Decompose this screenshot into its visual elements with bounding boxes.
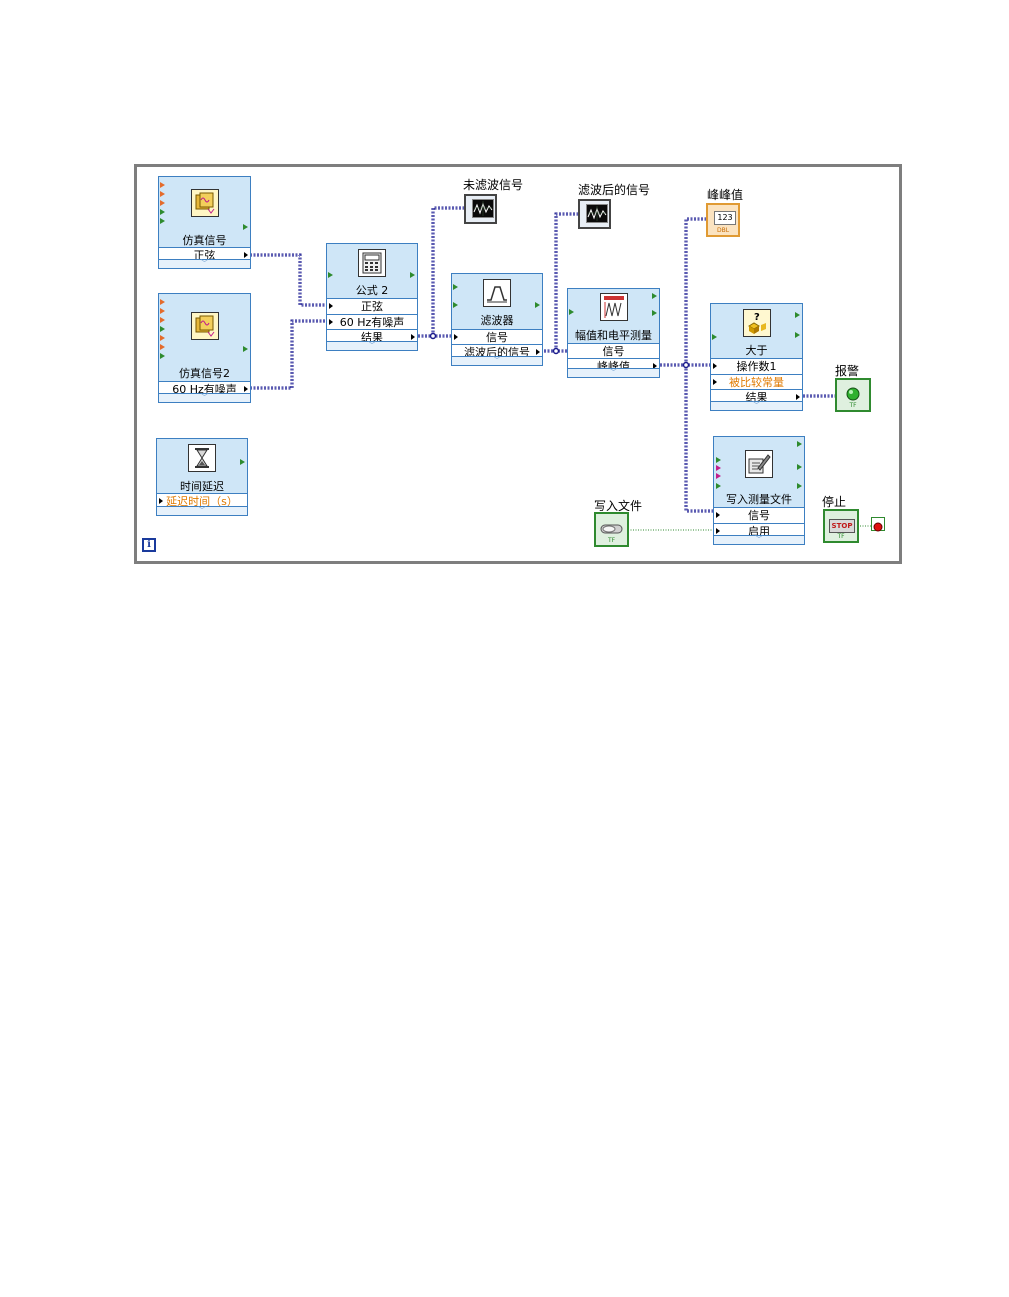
- stop-button[interactable]: STOP: [829, 519, 855, 533]
- input-terminal-icon: [453, 284, 458, 290]
- block-title: 公式 2: [327, 284, 417, 297]
- filtered-signal-graph-indicator[interactable]: [578, 199, 611, 229]
- calculator-icon: [358, 249, 386, 277]
- stop-terminal-icon[interactable]: [871, 517, 885, 531]
- simulate-signal2-block[interactable]: 仿真信号2 60 Hz有噪声 ﹀: [158, 293, 251, 403]
- input-terminal-icon: [160, 299, 165, 305]
- input-terminal-icon: [160, 182, 165, 188]
- block-title: 写入测量文件: [714, 493, 804, 506]
- block-title: 时间延迟: [157, 480, 247, 493]
- input-terminal-icon: [328, 272, 333, 278]
- output-terminal-icon: [243, 224, 248, 230]
- output-terminal-icon: [797, 441, 802, 447]
- svg-text:?: ?: [754, 312, 760, 323]
- block-title: 仿真信号2: [159, 367, 250, 380]
- peak-to-peak-label: 峰峰值: [707, 186, 743, 203]
- input-terminal-icon: [160, 335, 165, 341]
- filter-block[interactable]: 滤波器 信号 滤波后的信号 ﹀: [451, 273, 543, 366]
- output-terminal-icon: [795, 332, 800, 338]
- expand-chevron-icon[interactable]: ﹀: [568, 368, 659, 377]
- output-terminal-icon: [240, 459, 245, 465]
- expand-chevron-icon[interactable]: ﹀: [327, 341, 417, 350]
- bool-type-tag: TF: [608, 537, 615, 544]
- input-terminal-icon: [160, 317, 165, 323]
- unfiltered-signal-label: 未滤波信号: [463, 176, 523, 193]
- write-file-toggle[interactable]: TF: [594, 512, 629, 547]
- alarm-label: 报警: [835, 362, 859, 379]
- terminal-60hz-noise[interactable]: 60 Hz有噪声: [327, 314, 417, 330]
- block-title: 滤波器: [452, 314, 542, 327]
- comparison-icon: ?: [743, 309, 771, 337]
- dbl-type-tag: DBL: [717, 227, 729, 234]
- input-terminal-icon: [160, 200, 165, 206]
- input-terminal-icon: [160, 308, 165, 314]
- info-icon[interactable]: i: [142, 538, 156, 552]
- bandpass-filter-icon: [483, 279, 511, 307]
- output-terminal-icon: [652, 293, 657, 299]
- bool-type-tag: TF: [837, 533, 844, 540]
- amplitude-measure-icon: [600, 293, 628, 321]
- time-delay-block[interactable]: 时间延迟 延迟时间（s） ﹀: [156, 438, 248, 516]
- terminal-signal[interactable]: 信号: [714, 507, 804, 523]
- input-terminal-icon: [160, 191, 165, 197]
- expand-chevron-icon[interactable]: ﹀: [157, 506, 247, 515]
- input-terminal-icon: [160, 326, 165, 332]
- terminal-comparison-constant[interactable]: 被比较常量: [711, 374, 802, 390]
- amplitude-level-block[interactable]: 幅值和电平测量 信号 峰峰值 ﹀: [567, 288, 660, 378]
- input-terminal-icon: [716, 483, 721, 489]
- expand-chevron-icon[interactable]: ﹀: [711, 401, 802, 410]
- block-title: 仿真信号: [159, 234, 250, 247]
- write-measurement-file-block[interactable]: 写入测量文件 信号 启用 ﹀: [713, 436, 805, 545]
- expand-chevron-icon[interactable]: ﹀: [452, 356, 542, 365]
- unfiltered-signal-graph-indicator[interactable]: [464, 194, 497, 224]
- terminal-sine[interactable]: 正弦: [327, 298, 417, 314]
- stop-button-control[interactable]: STOP TF: [823, 509, 859, 543]
- bool-type-tag: TF: [849, 402, 856, 409]
- alarm-led-indicator[interactable]: TF: [835, 378, 871, 412]
- output-terminal-icon: [797, 464, 802, 470]
- block-title: 幅值和电平测量: [568, 329, 659, 342]
- input-terminal-icon: [712, 334, 717, 340]
- peak-to-peak-indicator[interactable]: 123 DBL: [706, 203, 740, 237]
- hourglass-icon: [188, 444, 216, 472]
- output-terminal-icon: [243, 346, 248, 352]
- input-terminal-icon: [453, 302, 458, 308]
- input-terminal-icon: [160, 218, 165, 224]
- output-terminal-icon: [795, 312, 800, 318]
- output-terminal-icon: [410, 272, 415, 278]
- block-title: 大于: [711, 344, 802, 357]
- simulate-signal-block[interactable]: 仿真信号 正弦 ﹀: [158, 176, 251, 269]
- output-terminal-icon: [797, 483, 802, 489]
- input-terminal-icon: [569, 309, 574, 315]
- terminal-signal[interactable]: 信号: [452, 329, 542, 345]
- signal-generator-icon: [191, 312, 219, 340]
- write-file-icon: [745, 450, 773, 478]
- numeric-display: 123: [714, 211, 736, 225]
- input-terminal-icon: [160, 209, 165, 215]
- terminal-operand1[interactable]: 操作数1: [711, 358, 802, 374]
- expand-chevron-icon[interactable]: ﹀: [159, 393, 250, 402]
- output-terminal-icon: [652, 310, 657, 316]
- output-terminal-icon: [535, 302, 540, 308]
- filtered-signal-label: 滤波后的信号: [578, 181, 650, 198]
- signal-generator-icon: [191, 189, 219, 217]
- input-terminal-icon: [716, 473, 721, 479]
- input-terminal-icon: [160, 353, 165, 359]
- input-terminal-icon: [716, 465, 721, 471]
- input-terminal-icon: [160, 344, 165, 350]
- expand-chevron-icon[interactable]: ﹀: [714, 535, 804, 544]
- terminal-signal[interactable]: 信号: [568, 343, 659, 359]
- formula-block[interactable]: 公式 2 正弦 60 Hz有噪声 结果 ﹀: [326, 243, 418, 351]
- stop-label: 停止: [822, 493, 846, 510]
- input-terminal-icon: [716, 457, 721, 463]
- greater-than-block[interactable]: ? 大于 操作数1 被比较常量 结果 ﹀: [710, 303, 803, 411]
- expand-chevron-icon[interactable]: ﹀: [159, 259, 250, 268]
